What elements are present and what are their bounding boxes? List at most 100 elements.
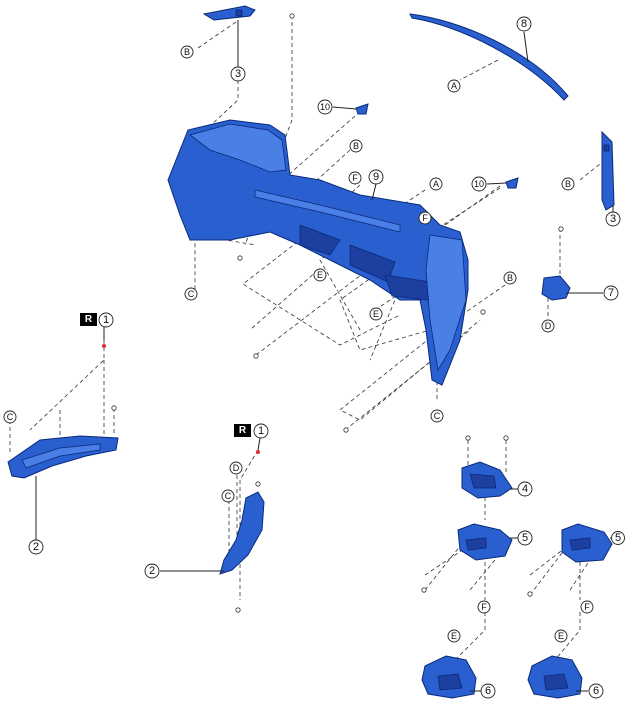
part-5-lower-cover-right [561, 523, 613, 563]
svg-text:7: 7 [608, 287, 614, 299]
screw-icon [289, 13, 295, 19]
assembly-guide-lines [9, 21, 606, 661]
callout-leader-lines [35, 20, 614, 692]
letter-d-centre: D [229, 461, 243, 475]
screw-icon [237, 255, 243, 261]
svg-text:B: B [565, 179, 571, 189]
svg-text:E: E [317, 270, 323, 280]
screw-icon [503, 435, 509, 441]
part-8-upper-molding-strip [409, 13, 569, 101]
letter-a-mid: A [429, 177, 443, 191]
svg-text:2: 2 [149, 565, 155, 577]
svg-text:3: 3 [235, 68, 241, 80]
callout-8: 8 [516, 16, 532, 32]
svg-text:4: 4 [522, 483, 528, 495]
part-10-clip-upper [355, 103, 369, 115]
part-2-side-reinforcement-left [7, 435, 119, 479]
callout-3-top: 3 [230, 66, 246, 82]
svg-text:5: 5 [615, 532, 621, 544]
letter-e-mid: E [313, 268, 327, 282]
svg-text:E: E [451, 631, 457, 641]
callout-5-left: 5 [517, 530, 533, 546]
screw-icon [480, 309, 486, 315]
svg-text:10: 10 [474, 179, 484, 189]
callout-1-left: 1 [98, 312, 114, 328]
letter-e-lower-right: E [554, 629, 568, 643]
svg-text:E: E [558, 631, 564, 641]
svg-text:D: D [233, 463, 240, 473]
svg-text:R: R [85, 314, 93, 325]
part-5-lower-cover-left [457, 523, 513, 561]
svg-text:9: 9 [373, 171, 379, 183]
part-2-side-reinforcement-centre [219, 491, 265, 575]
svg-text:F: F [481, 602, 487, 612]
part-6-bottom-plate-left [421, 655, 477, 699]
rhd-badge-centre: R [234, 424, 251, 437]
svg-text:A: A [451, 81, 457, 91]
svg-text:B: B [184, 47, 190, 57]
svg-text:B: B [507, 273, 513, 283]
letter-f-lower-left: F [477, 600, 491, 614]
svg-text:1: 1 [103, 314, 109, 326]
svg-text:E: E [373, 309, 379, 319]
part-10-clip-lower [505, 177, 519, 189]
callout-6-right: 6 [588, 683, 604, 699]
letter-b-mid: B [349, 139, 363, 153]
letter-b-top: B [180, 45, 194, 59]
marker-pin-left [102, 344, 106, 348]
svg-text:B: B [353, 141, 359, 151]
callout-6-left: 6 [480, 683, 496, 699]
part-3-side-bracket-top [202, 5, 256, 21]
callout-7: 7 [603, 285, 619, 301]
part-9-rear-bumper-main [167, 119, 469, 386]
part-3-side-bracket-right [601, 130, 615, 211]
screw-icon [465, 435, 471, 441]
screw-icon [343, 427, 349, 433]
svg-text:10: 10 [320, 102, 330, 112]
letter-b-right: B [561, 177, 575, 191]
svg-text:C: C [225, 491, 232, 501]
svg-text:6: 6 [593, 685, 599, 697]
screw-icon [253, 353, 259, 359]
svg-text:F: F [352, 173, 358, 183]
screw-icon [255, 481, 261, 487]
letter-f-right: F [418, 211, 432, 225]
part-4-lower-bracket [461, 461, 513, 499]
svg-text:8: 8 [521, 18, 527, 30]
part-6-bottom-plate-right [527, 655, 583, 699]
letter-c-bumper: C [430, 409, 444, 423]
svg-text:5: 5 [522, 532, 528, 544]
screw-icon [111, 405, 117, 411]
fasteners [111, 13, 564, 613]
part-7-side-bracket-small [541, 275, 571, 301]
svg-text:R: R [239, 425, 247, 436]
letter-f-lower-right: F [580, 600, 594, 614]
svg-text:A: A [433, 179, 439, 189]
letter-e-lower-left: E [447, 629, 461, 643]
callout-10-upper: 10 [317, 99, 333, 115]
svg-text:D: D [545, 321, 552, 331]
svg-text:3: 3 [610, 213, 616, 225]
callout-4: 4 [517, 481, 533, 497]
svg-text:F: F [422, 213, 428, 223]
svg-text:C: C [434, 411, 441, 421]
svg-text:2: 2 [33, 541, 39, 553]
svg-text:F: F [584, 602, 590, 612]
letter-f-mid: F [348, 171, 362, 185]
svg-text:C: C [188, 289, 195, 299]
callout-10-lower: 10 [471, 176, 487, 192]
svg-text:1: 1 [258, 425, 264, 437]
letter-b-lower: B [503, 271, 517, 285]
letter-d-right: D [541, 319, 555, 333]
letter-c-far-left: C [3, 410, 17, 424]
callout-1-centre: 1 [253, 423, 269, 439]
screw-icon [527, 591, 533, 597]
letter-c-centre: C [221, 489, 235, 503]
callout-9: 9 [368, 169, 384, 185]
screw-icon [235, 607, 241, 613]
svg-text:C: C [7, 412, 14, 422]
callout-5-right: 5 [611, 531, 625, 545]
callout-2-centre: 2 [144, 563, 160, 579]
letter-a-top: A [447, 79, 461, 93]
